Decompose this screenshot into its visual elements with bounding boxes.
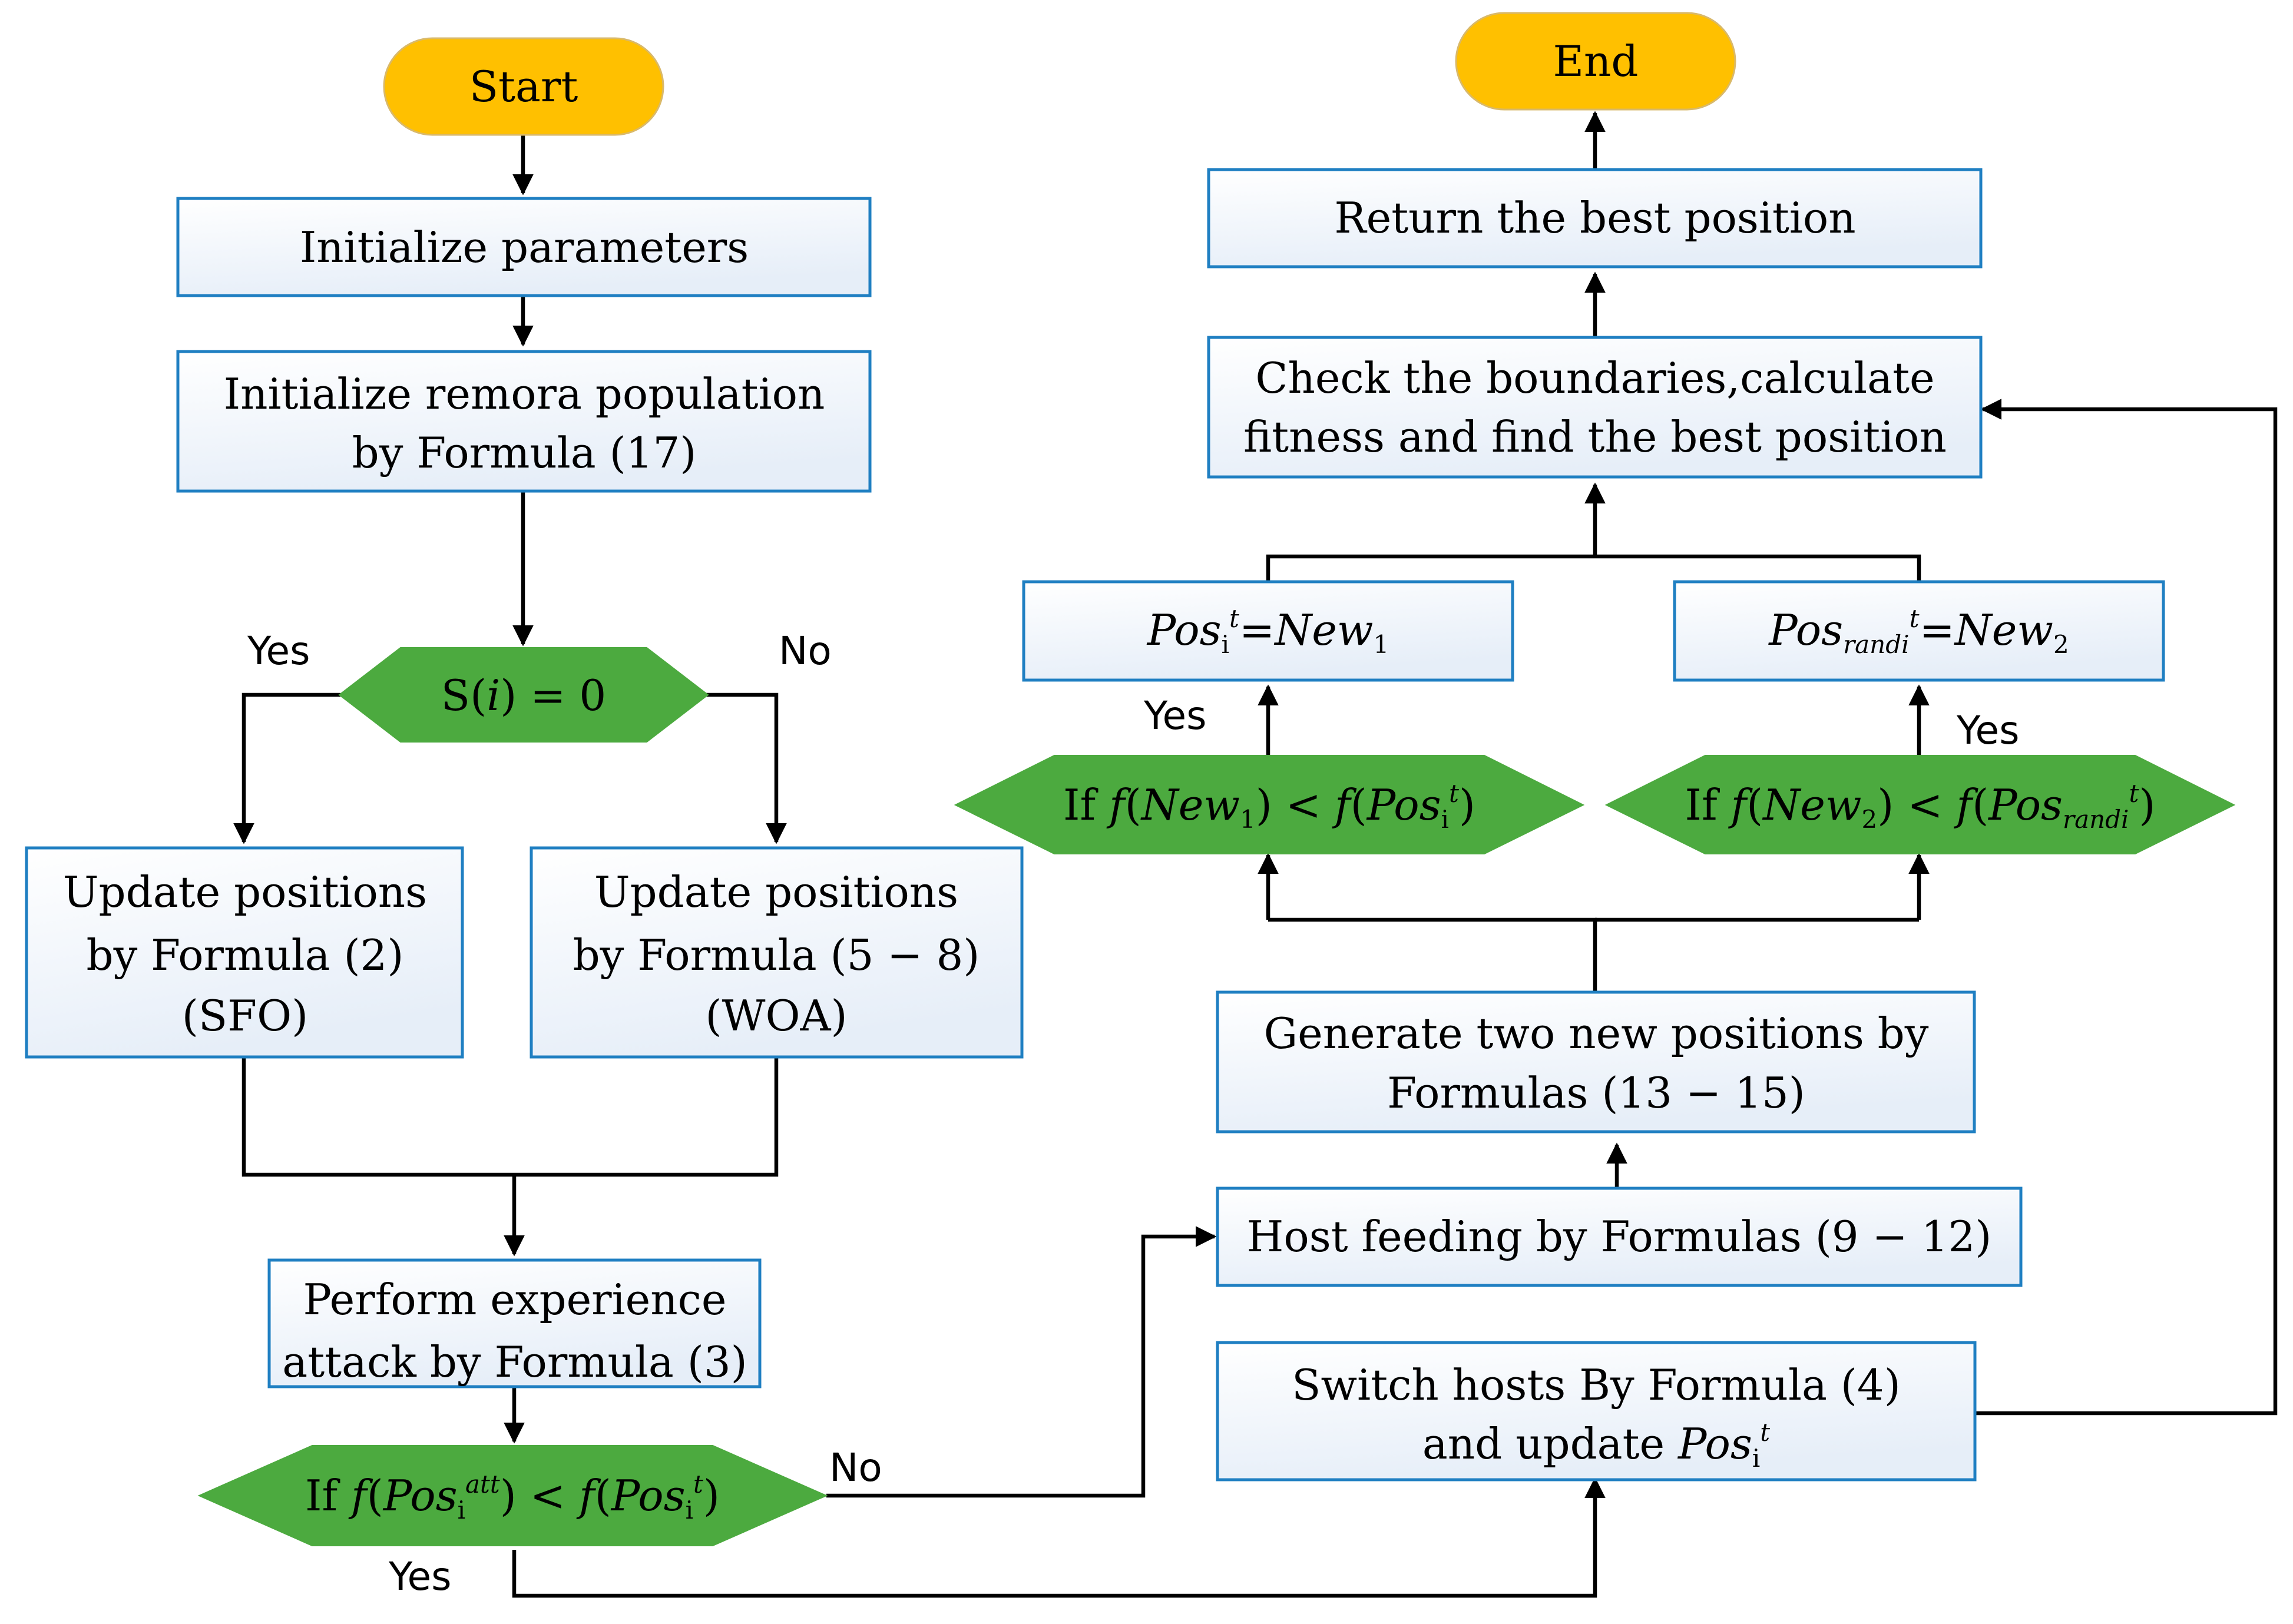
switch-hosts-box: Switch hosts By Formula (4) and update P… [1216,1341,1977,1482]
no-label-decision: No [779,628,832,674]
assign2-box: Posrandit=New2 [1673,580,2165,682]
check-box: Check the boundaries,calculate fitness a… [1207,336,1983,479]
update-woa-line-1: Update positions [594,867,958,917]
assign1-box: Posit=New1 [1022,580,1514,682]
arrow-cond-att-no-to-host-feeding [826,1226,1217,1498]
update-sfo-line-2: by Formula (2) [87,930,404,980]
update-woa-line-3: (WOA) [705,991,847,1040]
cond-att-hex: If f(Posiatt) < f(Posit) [197,1445,828,1546]
return-best-label: Return the best position [1334,193,1855,243]
generate-line-1: Generate two new positions by [1264,1009,1929,1058]
connector-assign-merge [1266,554,1921,582]
connector-generate-split [1268,917,1597,992]
assign1-label: Posit=New1 [1146,604,1389,659]
switch-hosts-line-1: Switch hosts By Formula (4) [1292,1360,1901,1410]
end-terminal: End [1455,12,1736,111]
init-pop-box: Initialize remora population by Formula … [176,350,872,493]
init-params-box: Initialize parameters [176,197,872,297]
decision-s-label: S(i) = 0 [441,671,606,720]
check-line-2: fitness and find the best position [1243,412,1947,462]
update-sfo-line-3: (SFO) [182,991,309,1040]
experience-line-2: attack by Formula (3) [282,1337,747,1387]
decision-s-hex: S(i) = 0 [338,647,709,743]
end-label: End [1553,37,1638,86]
connector-sfo-woa-merge [241,1057,779,1177]
host-feeding-box: Host feeding by Formulas (9 − 12) [1216,1186,2023,1287]
update-woa-line-2: by Formula (5 − 8) [573,930,980,980]
no-label-cond-att: No [829,1445,882,1490]
cond-new2-hex: If f(New2) < f(Posrandit) [1604,755,2236,854]
arrow-decision-yes-to-sfo [233,692,340,844]
check-line-1: Check the boundaries,calculate [1255,353,1934,403]
cond-att-label: If f(Posiatt) < f(Posit) [305,1470,720,1524]
experience-line-1: Perform experience [303,1275,726,1324]
cond-new2-label: If f(New2) < f(Posrandit) [1685,779,2156,834]
yes-label-decision: Yes [247,628,310,674]
yes-label-new1: Yes [1143,693,1207,738]
generate-box: Generate two new positions by Formulas (… [1216,990,1976,1134]
init-pop-line-1: Initialize remora population [224,369,825,419]
start-label: Start [469,62,578,111]
switch-hosts-line-2: and update Posit [1422,1418,1770,1473]
update-sfo-box: Update positions by Formula (2) (SFO) [25,846,464,1059]
yes-label-new2: Yes [1956,708,2020,753]
arrow-decision-no-to-woa [706,692,787,844]
arrow-switch-hosts-to-check [1975,399,2278,1416]
init-pop-line-2: by Formula (17) [352,428,697,478]
update-sfo-line-1: Update positions [63,867,427,917]
connectors [233,111,2278,1598]
assign2-label: Posrandit=New2 [1768,604,2069,659]
host-feeding-label: Host feeding by Formulas (9 − 12) [1247,1212,1992,1261]
generate-line-2: Formulas (13 − 15) [1387,1068,1805,1118]
update-woa-box: Update positions by Formula (5 − 8) (WOA… [530,846,1024,1059]
arrow-cond-att-yes-to-switch-hosts [512,1477,1606,1598]
yes-label-cond-att: Yes [388,1554,452,1599]
return-best-box: Return the best position [1207,168,1983,269]
cond-new1-hex: If f(New1) < f(Posit) [954,755,1585,854]
experience-box: Perform experience attack by Formula (3) [267,1258,762,1388]
start-terminal: Start [383,37,664,136]
init-params-label: Initialize parameters [300,223,749,272]
cond-new1-label: If f(New1) < f(Posit) [1063,779,1475,834]
